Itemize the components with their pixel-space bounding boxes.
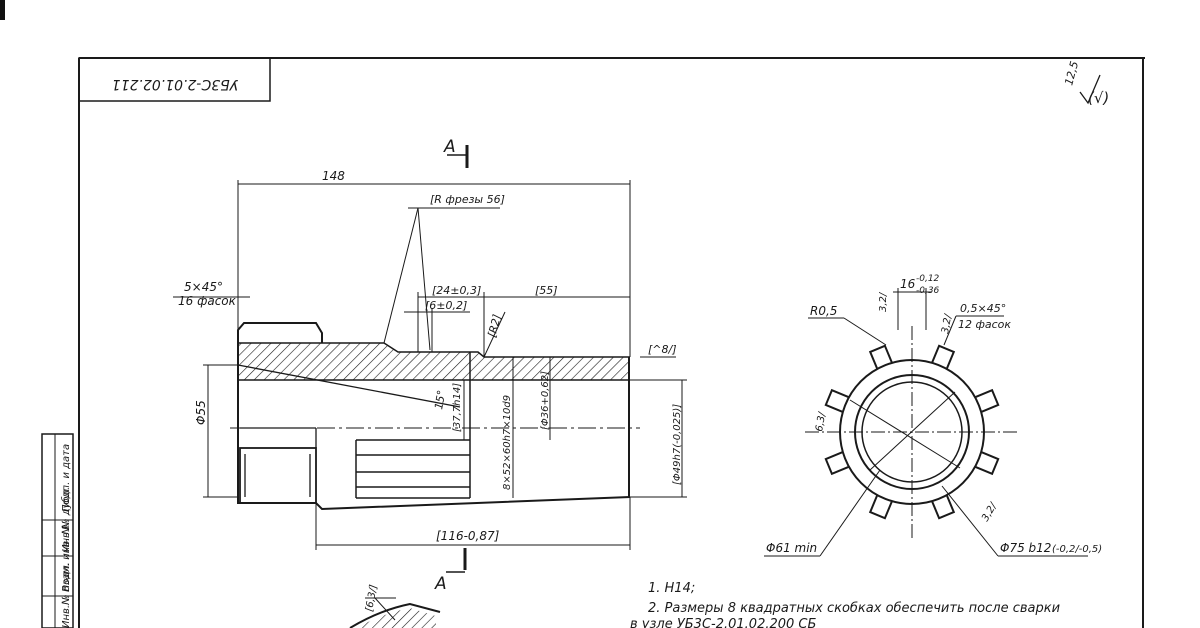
dim-dia-49: [Φ49h7(-0,025)]	[672, 404, 683, 485]
part-end-view	[805, 326, 1018, 540]
section-view-partial: [6,3/]	[349, 584, 441, 628]
dim-chamfer-size: 5×45°	[184, 280, 223, 294]
end-rough-a: 3,2/	[878, 291, 889, 312]
end-chamfer-05: 0,5×45°	[960, 302, 1006, 315]
stamp-inv-dubl: Инв.№ дубл.	[60, 487, 72, 552]
spline-tooth	[868, 495, 893, 520]
stamp-podp-data-top: Подп. и дата	[61, 444, 72, 512]
end-width-16: 16	[900, 277, 916, 291]
stamp-vzam: Взам. инв. №	[61, 524, 72, 592]
dim-chamfer-right: [^8/]	[648, 343, 677, 356]
dim-chamfer-count: 16 фасок	[178, 294, 237, 308]
section-marker-bottom: А	[434, 548, 467, 594]
section-label-bottom: А	[434, 574, 447, 594]
end-rough-b: 3,2/	[940, 312, 954, 334]
roughness-other: (√)	[1088, 89, 1109, 107]
end-rough-63: 6,3/	[814, 410, 828, 432]
end-view-dimensions: R0,5 16 -0,12 -0,36 3,2/ 0,5×45° 12 фасо…	[764, 274, 1102, 557]
end-r05: R0,5	[810, 304, 837, 318]
spline-tooth	[824, 388, 849, 413]
spline-slots	[355, 352, 471, 499]
end-width-16-upper: -0,12	[916, 274, 940, 284]
spline-tooth	[931, 495, 956, 520]
spline-tooth	[931, 344, 956, 369]
notes: 1. H14; 2. Размеры 8 квадратных скобках …	[630, 581, 1060, 628]
dim-radius-r2: [R2]	[485, 313, 504, 339]
dim-37: [37,7h14]	[452, 383, 463, 432]
dim-6: [6±0,2]	[425, 299, 467, 312]
dim-dia-55: Φ55	[194, 400, 208, 425]
dim-dia-36: [Φ36+0,62]	[540, 371, 551, 430]
section-label-top: А	[443, 137, 456, 157]
dim-length-total: 148	[322, 169, 345, 183]
end-dia-75: Φ75 b12	[1000, 541, 1051, 555]
roughness-sign: 12,5 (√)	[1062, 60, 1109, 107]
end-dia-75-tol: (-0,2/-0,5)	[1052, 544, 1102, 555]
dim-24: [24±0,3]	[432, 284, 481, 297]
dimension-lines: 148 [R фрезы 56] 5×45° 16 фасок [24±0,3]…	[173, 169, 687, 550]
roughness-value: 12,5	[1062, 60, 1081, 87]
spline-tooth	[868, 344, 893, 369]
note-2: 2. Размеры 8 квадратных скобках обеспечи…	[648, 601, 1060, 616]
section-marker-top: А	[443, 137, 469, 168]
section-rough-63: [6,3/]	[364, 584, 380, 613]
dim-55: [55]	[535, 284, 558, 297]
note-3: в узле УБ3С-2.01.02.200 СБ	[630, 617, 816, 628]
dim-116: [116-0,87]	[436, 529, 500, 543]
note-1: 1. H14;	[648, 581, 695, 596]
dim-angle-15: 15°	[432, 389, 448, 410]
end-width-16-lower: -0,36	[916, 286, 940, 296]
doc-code: УБ3С-2.01.02.211	[112, 76, 238, 92]
spline-tooth	[975, 388, 1000, 413]
dim-cutter-radius: [R фрезы 56]	[430, 193, 505, 206]
end-chamfer-05-count: 12 фасок	[958, 318, 1011, 331]
end-rough-c: 3,2/	[980, 500, 1000, 524]
spline-tooth	[975, 451, 1000, 476]
end-dia-61: Φ61 min	[766, 541, 817, 555]
spline-tooth	[824, 451, 849, 476]
part-side-view	[230, 322, 640, 511]
stamp-inv-podl: Инв.№ подл.	[61, 562, 72, 628]
scan-artefact	[0, 0, 5, 20]
designation-box: УБ3С-2.01.02.211	[78, 57, 271, 102]
section-hatch	[237, 342, 630, 381]
dim-spline: 8×52×60h7×10d9	[502, 395, 513, 490]
left-stamp-strip: Подп. и дата Инв.№ дубл. Взам. инв. № Ин…	[41, 433, 74, 628]
